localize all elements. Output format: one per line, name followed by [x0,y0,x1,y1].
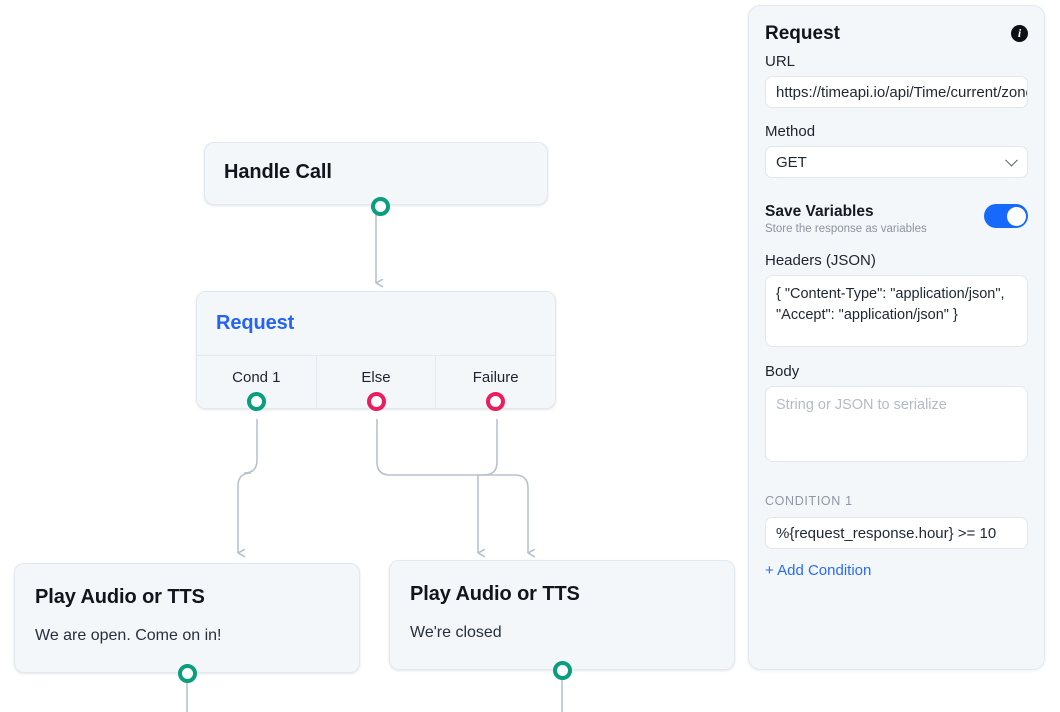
branch-failure[interactable]: Failure [435,356,555,411]
node-play-audio-tts-open-title: Play Audio or TTS [35,586,205,608]
edge-else-ttsclosed [376,419,528,553]
node-request-title: Request [216,312,295,334]
request-properties-panel: Request i URL https://timeapi.io/api/Tim… [748,5,1045,670]
node-play-audio-tts-open-source-handle[interactable] [178,664,197,683]
node-request-branch-row: Cond 1 Else Failure [197,355,555,411]
edge-failure-ttsclosed [477,419,498,553]
chevron-down-icon [1005,153,1018,167]
headers-label: Headers (JSON) [765,252,876,269]
branch-cond-1[interactable]: Cond 1 [197,356,316,411]
condition-1-input[interactable]: %{request_response.hour} >= 10 [765,517,1028,549]
url-input[interactable]: https://timeapi.io/api/Time/current/zone… [765,76,1028,108]
branch-else-label: Else [361,369,391,386]
panel-header: Request i [765,23,1028,53]
toggle-knob [1006,206,1026,226]
flow-canvas[interactable]: Handle Call Request Cond 1 Else Failure [0,0,748,712]
node-handle-call-title: Handle Call [224,161,332,183]
node-play-audio-tts-open-message: We are open. Come on in! [35,627,222,644]
save-variables-toggle[interactable] [984,204,1028,228]
url-label: URL [765,53,796,70]
branch-cond-1-handle[interactable] [246,392,266,411]
save-variables-row: Save Variables Store the response as var… [765,197,1028,235]
node-handle-call[interactable]: Handle Call [204,142,548,216]
body-label: Body [765,363,800,380]
save-variables-label: Save Variables [765,203,874,220]
node-play-audio-tts-open[interactable]: Play Audio or TTS We are open. Come on i… [14,563,360,683]
branch-failure-label: Failure [472,369,519,386]
node-play-audio-tts-closed[interactable]: Play Audio or TTS We're closed [389,560,735,680]
method-label: Method [765,123,816,140]
condition-section-label: CONDITION 1 [765,494,853,508]
edge-cond1-ttsopen [237,419,258,553]
node-request[interactable]: Request Cond 1 Else Failure [196,291,556,411]
save-variables-description: Store the response as variables [765,223,927,235]
node-play-audio-tts-closed-message: We're closed [410,624,502,641]
info-icon[interactable]: i [1011,25,1028,42]
body-textarea[interactable]: String or JSON to serialize [765,386,1028,462]
node-handle-call-source-handle[interactable] [371,197,390,216]
method-select-value: GET [776,153,807,171]
branch-cond-1-label: Cond 1 [232,369,281,386]
node-play-audio-tts-closed-source-handle[interactable] [553,661,572,680]
node-play-audio-tts-closed-title: Play Audio or TTS [410,583,580,605]
branch-else-handle[interactable] [366,392,386,411]
node-request-header: Request [197,292,555,355]
add-condition-button[interactable]: + Add Condition [765,562,872,579]
branch-failure-handle[interactable] [486,392,506,411]
method-select[interactable]: GET [765,146,1028,178]
headers-textarea[interactable]: { "Content-Type": "application/json", "A… [765,275,1028,347]
branch-else[interactable]: Else [315,356,436,411]
panel-title: Request [765,23,840,44]
